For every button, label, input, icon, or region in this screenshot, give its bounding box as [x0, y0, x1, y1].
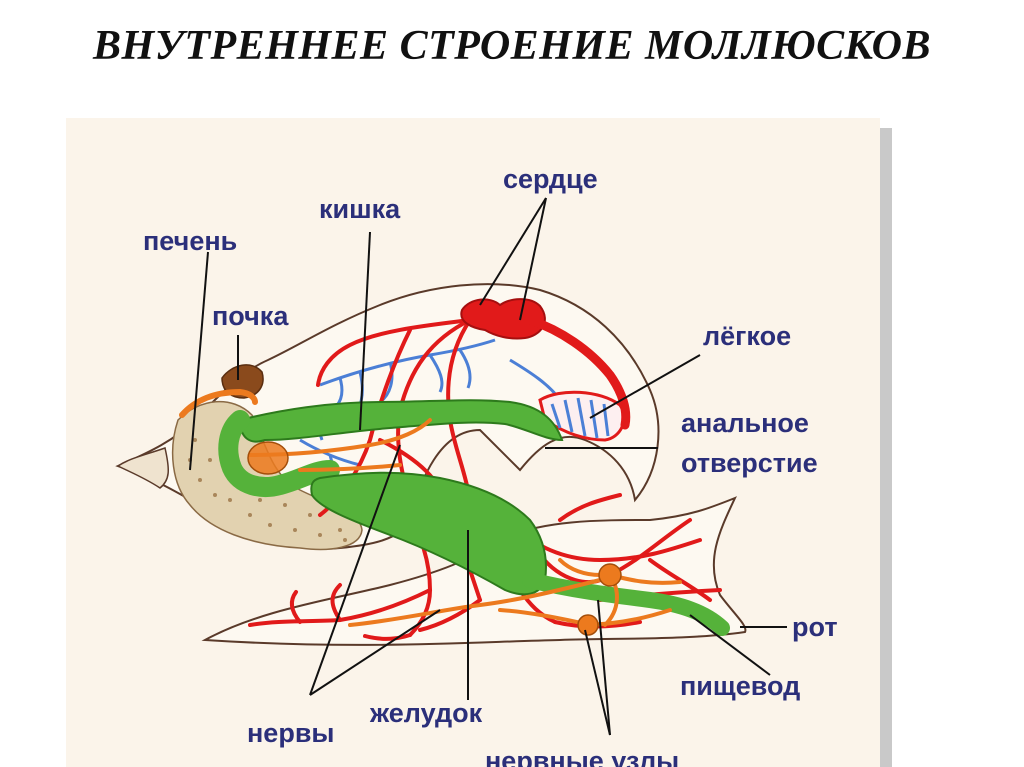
- shell-apex: [116, 447, 170, 489]
- label-nerves: нервы: [247, 718, 334, 748]
- label-kidney: почка: [212, 301, 289, 331]
- slide-title: ВНУТРЕННЕЕ СТРОЕНИЕ МОЛЛЮСКОВ: [92, 23, 932, 69]
- label-lung: лёгкое: [703, 321, 791, 351]
- leader-lines: [189, 197, 787, 736]
- label-ganglia: нервные узлы: [485, 746, 679, 767]
- label-anus-line2: отверстие: [681, 448, 818, 478]
- label-heart: сердце: [503, 164, 598, 194]
- label-mouth: рот: [792, 612, 838, 642]
- label-liver: печень: [143, 226, 237, 256]
- esophagus-organ: [522, 572, 730, 636]
- label-anus-line1: анальное: [681, 408, 809, 438]
- intestine-loop: [218, 410, 340, 497]
- panel-shadow: [878, 128, 892, 767]
- aorta: [525, 315, 631, 430]
- label-intestine: кишка: [319, 194, 401, 224]
- label-stomach: желудок: [369, 698, 483, 728]
- nerve-ganglion-lower: [577, 614, 599, 636]
- stomach-organ: [310, 471, 548, 596]
- nerve-ganglion-upper: [598, 563, 622, 587]
- nerve-ganglion-rear: [247, 441, 289, 475]
- label-esophagus: пищевод: [680, 671, 800, 701]
- intestine-organ: [238, 399, 564, 443]
